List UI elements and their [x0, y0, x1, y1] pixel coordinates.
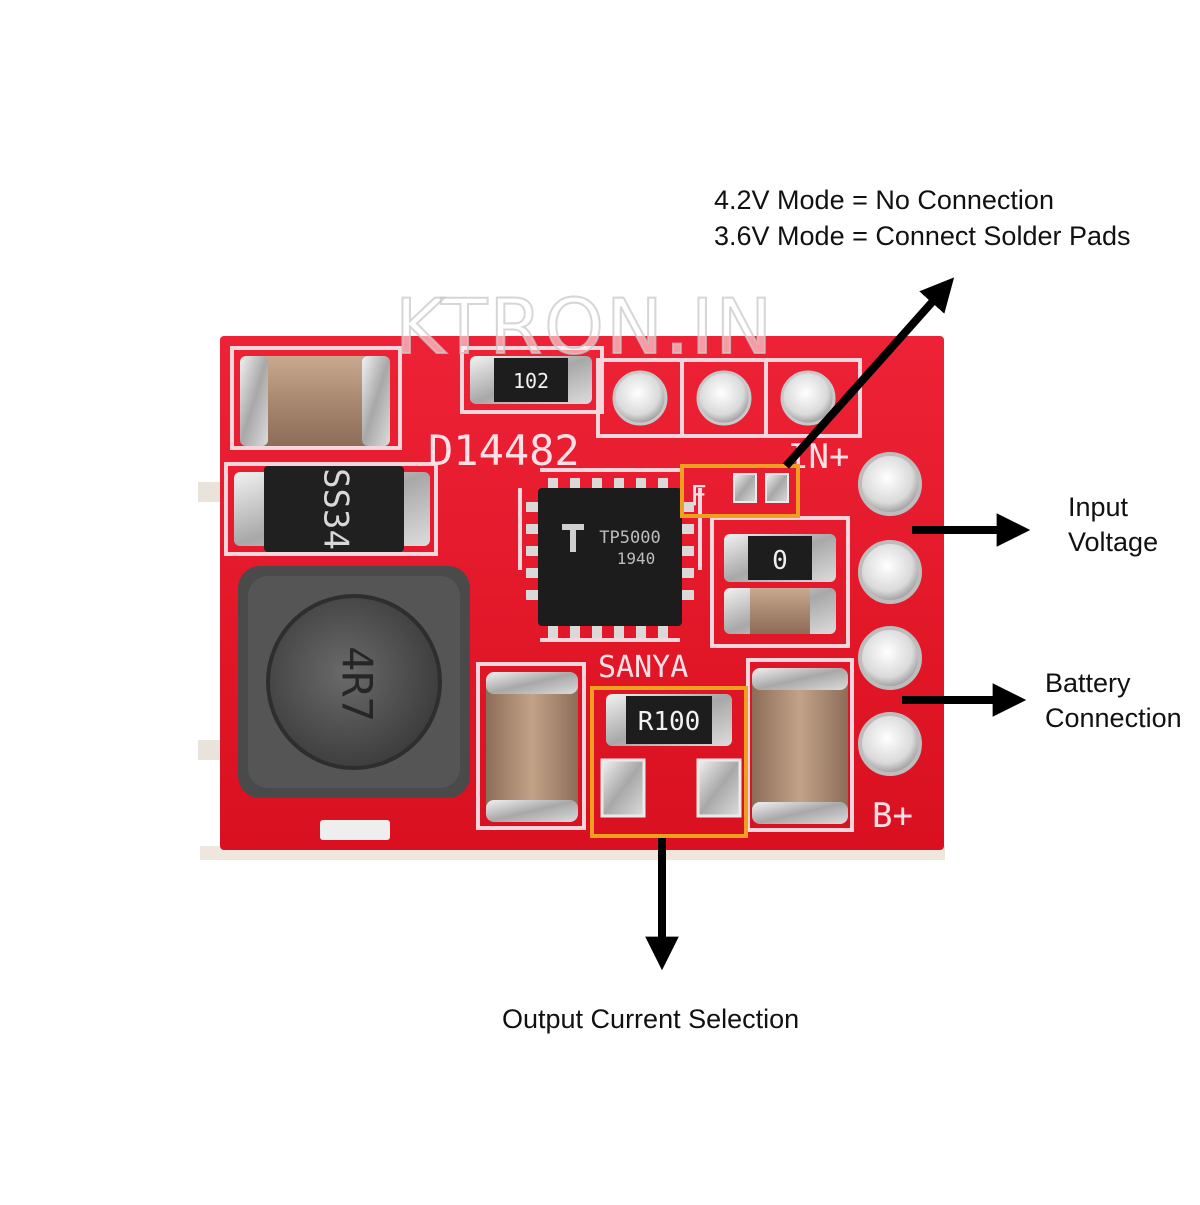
battery-label-line2: Connection: [1045, 703, 1182, 733]
mode-solder-pads: [733, 473, 789, 503]
resistor-zero-ohm: 0: [724, 534, 836, 582]
header-pads-right: [858, 452, 922, 776]
board-id-silkscreen: D14482: [428, 426, 580, 475]
sanya-silkscreen: SANYA: [598, 650, 688, 685]
board-edge: [198, 482, 224, 502]
diode-ss34: SS34: [234, 466, 430, 552]
ic-marking-line2: 1940: [617, 549, 656, 568]
b-plus-silkscreen: B+: [872, 796, 913, 836]
output-current-label: Output Current Selection: [502, 1004, 800, 1034]
input-label-line1: Input: [1068, 492, 1129, 522]
current-pads-highlight: [590, 686, 748, 838]
header-pads-top: [612, 370, 836, 426]
mode-pads-highlight: [680, 464, 800, 518]
sense-resistor-marking: R100: [638, 707, 701, 737]
capacitor-bottom-right: [752, 668, 848, 824]
input-label-line2: Voltage: [1068, 527, 1159, 557]
mode-arrow: [783, 277, 955, 469]
watermark: KTRON.IN: [394, 281, 775, 372]
resistor-102: 102: [470, 356, 592, 404]
resistor-102-marking: 102: [513, 369, 549, 393]
current-selection-pads: [600, 758, 742, 818]
f-silkscreen: F: [690, 479, 707, 512]
annotation-arrows: [645, 277, 1031, 971]
capacitor-top-left: [240, 356, 390, 446]
inductor-4r7: 4R7: [238, 566, 470, 798]
inductor-marking: 4R7: [333, 646, 382, 722]
board-edge: [198, 740, 224, 760]
ic-logo-icon: [562, 524, 584, 552]
mode-label-line2: 3.6V Mode = Connect Solder Pads: [714, 221, 1131, 251]
sense-resistor-r100: R100: [606, 694, 732, 746]
ic-tp5000: TP5000 1940: [526, 478, 694, 638]
battery-label-line1: Battery: [1045, 668, 1131, 698]
diode-marking: SS34: [316, 468, 356, 550]
resistor-zero-marking: 0: [772, 546, 788, 576]
capacitor-bottom-left: [486, 672, 578, 822]
capacitor-small: [724, 588, 836, 634]
ic-marking-line1: TP5000: [599, 528, 660, 548]
mode-label-line1: 4.2V Mode = No Connection: [714, 185, 1054, 215]
bottom-tab: [320, 820, 390, 840]
